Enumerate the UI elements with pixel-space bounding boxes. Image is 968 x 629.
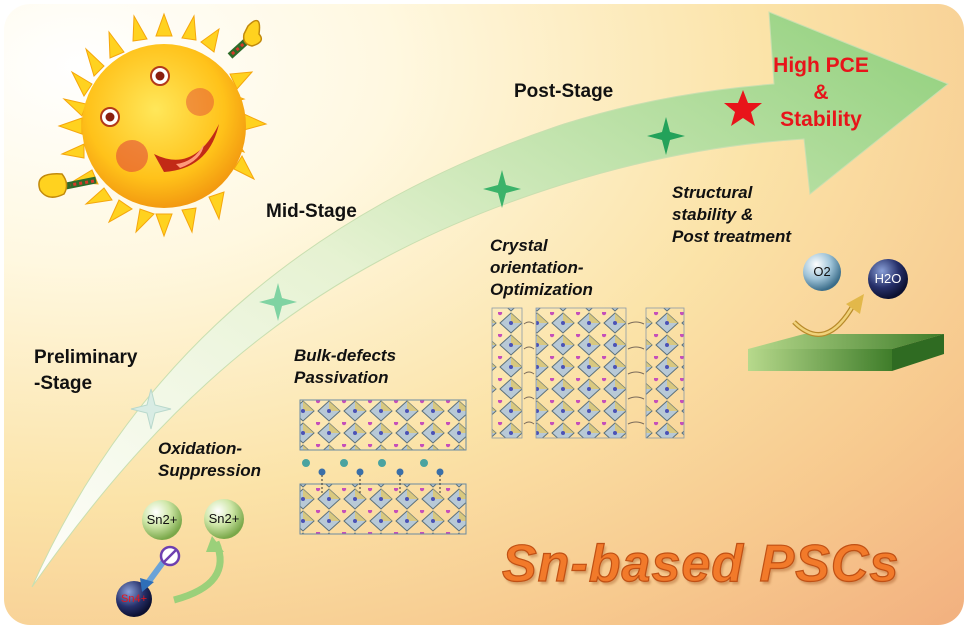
star-mid-1-icon	[259, 283, 297, 321]
stage-post-label: Post-Stage	[514, 81, 614, 102]
step-crystal-label: Crystal	[490, 236, 548, 255]
oxidation-cycle-icon	[116, 499, 244, 617]
stage-preliminary-label-2: -Stage	[34, 373, 93, 394]
goal-label: High PCE & Stability	[766, 52, 876, 133]
diagram-graphics	[31, 11, 949, 617]
star-post-icon	[647, 117, 685, 155]
background-panel: Preliminary -Stage Mid-Stage Post-Stage …	[4, 4, 964, 625]
ion-sn2-left-label: Sn2+	[146, 512, 178, 527]
goal-line-3: Stability	[780, 108, 862, 131]
water-label: H2O	[874, 271, 902, 286]
surface-plate-icon	[748, 294, 944, 371]
stage-mid-label: Mid-Stage	[266, 201, 357, 222]
crystal-lattice-icon	[491, 307, 685, 439]
oxygen-molecule-icon	[803, 253, 841, 291]
step-crystal-label-2: orientation-	[490, 258, 584, 277]
star-goal-icon	[724, 90, 762, 126]
goal-line-2: &	[813, 81, 829, 104]
step-oxidation-label-2: Suppression	[158, 461, 261, 480]
step-structural-label: Structural	[672, 183, 753, 202]
progress-arrow	[31, 11, 949, 588]
oxygen-label: O2	[813, 264, 831, 279]
brand-title: Sn-based PSCs	[501, 534, 900, 593]
step-crystal-label-3: Optimization	[490, 280, 593, 299]
step-structural-label-3: Post treatment	[672, 227, 792, 246]
step-bulk-label: Bulk-defects	[294, 346, 397, 365]
star-mid-2-icon	[483, 170, 521, 208]
stage-preliminary-label: Preliminary	[34, 347, 138, 368]
ion-sn2-right-label: Sn2+	[208, 511, 240, 526]
goal-line-1: High PCE	[773, 54, 869, 77]
step-bulk-label-2: Passivation	[294, 368, 389, 387]
step-structural-label-2: stability &	[672, 205, 754, 224]
sun-mascot-icon	[38, 12, 268, 238]
ion-sn4-label: Sn4+	[121, 593, 147, 605]
bulk-lattice-icon	[299, 399, 467, 535]
step-oxidation-label: Oxidation-	[158, 439, 243, 458]
water-molecule-icon	[868, 259, 908, 299]
star-preliminary-icon	[130, 388, 172, 430]
